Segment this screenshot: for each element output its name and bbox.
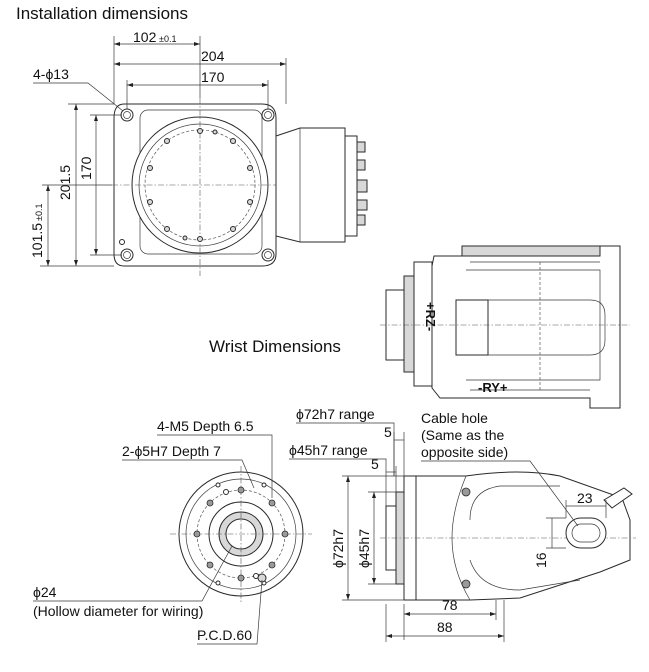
installation-dimensions: 102 ±0.1 204 170 4-ϕ13 201.5 170 bbox=[29, 29, 287, 267]
dim-102-tolerance: ±0.1 bbox=[159, 34, 176, 44]
hollow-note: (Hollow diameter for wiring) bbox=[33, 603, 203, 619]
dim-170-vertical: 170 bbox=[78, 156, 94, 180]
installation-heading: Installation dimensions bbox=[16, 4, 188, 23]
dim-201-5: 201.5 bbox=[57, 165, 73, 200]
dim-101-5-tolerance: ±0.1 bbox=[34, 204, 44, 221]
hole-callout: 4-ϕ13 bbox=[33, 66, 69, 82]
dia-72-label: ϕ72h7 bbox=[330, 529, 346, 568]
wrist-flange-mid bbox=[403, 275, 415, 373]
wrist-inner-recess bbox=[455, 299, 489, 356]
pin-holes-callout: 2-ϕ5H7 Depth 7 bbox=[122, 443, 221, 459]
base-top-view bbox=[112, 98, 368, 276]
mounting-hole-icon bbox=[120, 248, 134, 262]
offset-5-lower: 5 bbox=[371, 456, 379, 472]
cable-guide bbox=[603, 487, 633, 509]
tapped-holes-callout: 4-M5 Depth 6.5 bbox=[157, 418, 254, 434]
range-72-label: ϕ72h7 range bbox=[296, 406, 375, 422]
body-screw bbox=[461, 487, 471, 497]
dia-45-label: ϕ45h7 bbox=[356, 529, 372, 568]
wrist-side-view: +RZ- -RY+ bbox=[380, 245, 630, 409]
offset-5-top: 5 bbox=[384, 424, 392, 440]
mounting-hole-icon bbox=[261, 248, 275, 262]
cable-hole-line2: (Same as the bbox=[421, 427, 504, 443]
cable-hole-line3: opposite side) bbox=[421, 444, 508, 460]
mounting-hole-icon bbox=[261, 108, 275, 122]
dim-78: 78 bbox=[442, 597, 458, 613]
rear-cable-duct bbox=[275, 127, 346, 243]
turntable-bolts bbox=[147, 128, 253, 242]
joint-ry-label: -RY+ bbox=[478, 380, 508, 395]
slot-width: 23 bbox=[577, 490, 593, 506]
dim-170-horizontal: 170 bbox=[201, 69, 225, 85]
dim-88: 88 bbox=[437, 619, 453, 635]
wrist-detail-dimensions: ϕ72h7 range ϕ45h7 range 5 5 ϕ72h7 ϕ45h7 … bbox=[289, 406, 607, 642]
wrist-side-detail bbox=[380, 471, 636, 601]
flange-bolt-holes bbox=[193, 482, 289, 586]
cable-hole-line1: Cable hole bbox=[421, 410, 488, 426]
slot-height: 16 bbox=[533, 552, 549, 568]
hollow-diameter: ϕ24 bbox=[33, 584, 57, 600]
pcd-callout: P.C.D.60 bbox=[197, 627, 252, 643]
wrist-front-view: 4-M5 Depth 6.5 2-ϕ5H7 Depth 7 ϕ24 (Hollo… bbox=[33, 418, 312, 645]
dim-101-5: 101.5 bbox=[29, 223, 45, 258]
body-screw bbox=[461, 579, 471, 589]
mounting-holes bbox=[119, 108, 275, 262]
wrist-heading: Wrist Dimensions bbox=[209, 337, 341, 356]
dim-204: 204 bbox=[201, 48, 225, 64]
dim-102: 102 bbox=[133, 29, 157, 45]
joint-rz-label: +RZ- bbox=[423, 302, 438, 331]
wrist-detail-body bbox=[415, 471, 631, 601]
connector-panel bbox=[344, 135, 358, 237]
range-45-label: ϕ45h7 range bbox=[289, 442, 368, 458]
